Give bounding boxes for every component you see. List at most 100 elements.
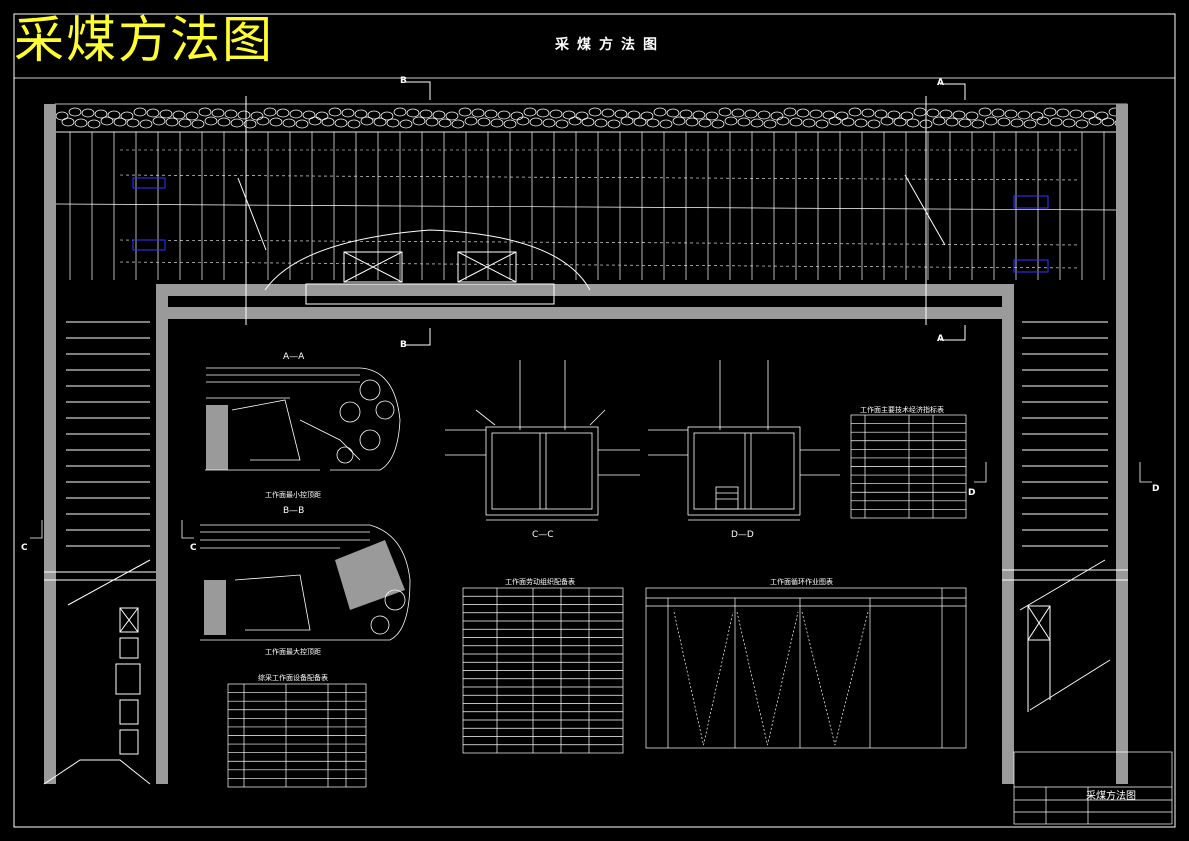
rubble-stone: [224, 109, 238, 119]
rubble-stone: [328, 107, 342, 117]
rubble-stone: [204, 116, 218, 126]
rubble-stone: [1062, 118, 1076, 128]
rubble-stone: [68, 107, 82, 117]
rubble-stone: [419, 109, 433, 119]
rubble-stone: [1043, 107, 1057, 117]
rubble-stone: [893, 117, 907, 127]
rubble-stone: [399, 119, 413, 129]
left-roadway-rungs: [66, 321, 150, 547]
rubble-stone: [945, 117, 959, 127]
rubble-stone: [523, 107, 537, 117]
marker-c-right: C: [190, 543, 197, 553]
right-equipment-train: [1002, 559, 1128, 712]
blue-markers: [132, 177, 1049, 273]
rubble-stone: [477, 117, 491, 127]
cycle-path: [801, 611, 869, 746]
rubble-stone: [302, 110, 316, 120]
rubble-stone: [549, 109, 563, 119]
rubble-stone: [867, 119, 881, 129]
rubble-stone: [308, 116, 322, 126]
rubble-stone: [887, 110, 901, 120]
view-dd-title: D—D: [731, 530, 754, 540]
rubble-stone: [217, 117, 231, 127]
rubble-stone: [1082, 110, 1096, 120]
support-line: [55, 203, 1117, 211]
rubble-stone: [620, 116, 634, 126]
rubble-stone: [464, 116, 478, 126]
rubble-stone: [815, 119, 829, 129]
rubble-stone: [848, 107, 862, 117]
rubble-stone: [744, 109, 758, 119]
drawing-title-large: 采煤方法图: [14, 11, 274, 69]
rubble-stone: [1101, 117, 1115, 127]
rubble-stone: [705, 111, 719, 121]
view-dd-drawing: [648, 360, 840, 521]
rubble-stone: [243, 119, 257, 129]
rubble-stone: [971, 119, 985, 129]
rubble-stone: [874, 109, 888, 119]
roadway-frame: [44, 104, 1128, 784]
marker-a-top: A: [937, 78, 944, 88]
rubble-stone: [711, 119, 725, 129]
rubble-stone: [87, 119, 101, 129]
view-bb-drawing: [200, 524, 411, 641]
marker-c-left: C: [21, 543, 28, 553]
title-block-name: 采煤方法图: [1086, 791, 1136, 802]
rubble-stone: [796, 108, 810, 118]
rubble-stone: [1036, 116, 1050, 126]
rubble-stone: [828, 116, 842, 126]
rubble-stone: [588, 107, 602, 117]
rubble-stone: [139, 119, 153, 129]
rubble-stone: [542, 118, 556, 128]
rubble-stone: [841, 117, 855, 127]
cycle-path: [673, 611, 734, 746]
rubble-stone: [1069, 109, 1083, 119]
rubble-stone: [341, 108, 355, 118]
rubble-stone: [490, 118, 504, 128]
rubble-stone: [94, 109, 108, 119]
rubble-stone: [906, 118, 920, 128]
rubble-stone: [497, 110, 511, 120]
rubble-stone: [315, 111, 329, 121]
rubble-stone: [698, 118, 712, 128]
rubble-stone: [809, 109, 823, 119]
rubble-stone: [568, 116, 582, 126]
side-section-brackets: [30, 462, 1152, 539]
rubble-stone: [757, 110, 771, 120]
title-block: [1013, 751, 1173, 825]
rubble-stone: [393, 107, 407, 117]
rubble-stone: [1017, 110, 1031, 120]
rubble-stone: [900, 111, 914, 121]
rubble-stone: [1004, 109, 1018, 119]
right-roadway-rungs: [1022, 321, 1108, 547]
rubble-stone: [412, 116, 426, 126]
rubble-stone: [237, 110, 251, 120]
view-cc-drawing: [445, 360, 640, 521]
rubble-stone: [295, 119, 309, 129]
rubble-stone: [666, 108, 680, 118]
rubble-stone: [152, 116, 166, 126]
rubble-stone: [471, 108, 485, 118]
rubble-stone: [230, 118, 244, 128]
labor-table: [462, 587, 624, 754]
rubble-stone: [718, 107, 732, 117]
rubble-stone: [594, 118, 608, 128]
rubble-stone: [854, 118, 868, 128]
rubble-stone: [321, 117, 335, 127]
rubble-stone: [685, 117, 699, 127]
rubble-stone: [926, 108, 940, 118]
rubble-stone: [445, 111, 459, 121]
rubble-stone: [61, 117, 75, 127]
rubble-stone: [555, 119, 569, 129]
rubble-stone: [198, 107, 212, 117]
rubble-stone: [438, 118, 452, 128]
rubble-stone: [659, 119, 673, 129]
rubble-stone: [263, 107, 277, 117]
rubble-stone: [737, 117, 751, 127]
rubble-stone: [484, 109, 498, 119]
rubble-stone: [503, 119, 517, 129]
tech-indicator-table: [850, 414, 967, 519]
rubble-stone: [107, 110, 121, 120]
rubble-stone: [627, 110, 641, 120]
rubble-stone: [334, 118, 348, 128]
